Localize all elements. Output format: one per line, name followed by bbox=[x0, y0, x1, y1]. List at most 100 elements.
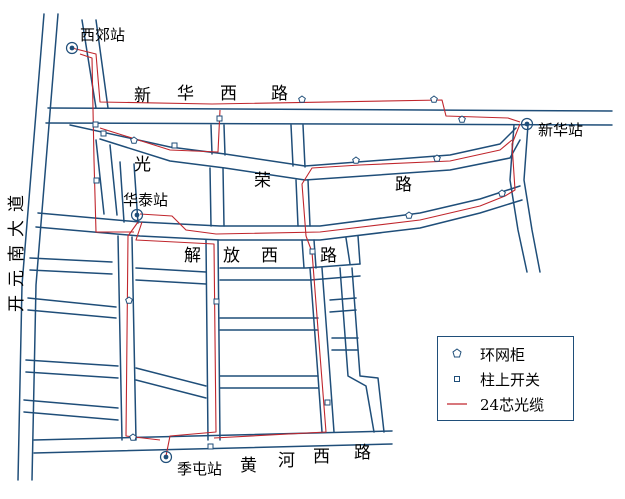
street-h7-b bbox=[219, 275, 361, 281]
street-v4c-b bbox=[222, 167, 225, 227]
road-char: 西 bbox=[313, 447, 330, 467]
road-label-huanghe-west: 黄 河 西 路 bbox=[240, 443, 371, 476]
cable-xijiao-to-xinhua bbox=[71, 47, 521, 123]
legend-label-pole-switch: 柱上开关 bbox=[480, 371, 541, 389]
pole-switches bbox=[92, 115, 331, 450]
street-h1-a bbox=[29, 257, 113, 263]
ring-main-units bbox=[125, 95, 506, 441]
street-v4-b bbox=[217, 239, 221, 441]
street-v1-b bbox=[95, 19, 109, 109]
street-v5c-b bbox=[307, 179, 311, 227]
pole-switch-marker bbox=[93, 177, 100, 184]
jiefang-west-road-edge-top bbox=[37, 185, 521, 227]
street-h6-a bbox=[135, 367, 207, 387]
street-v7c-b bbox=[351, 267, 385, 433]
pole-switch-marker bbox=[207, 443, 214, 450]
ring-cabinet-marker bbox=[430, 95, 438, 103]
street-h5-b bbox=[135, 279, 207, 285]
pole-switch-marker bbox=[213, 298, 220, 305]
substation-jitun[interactable] bbox=[159, 450, 173, 464]
road-label-jiefang-west: 解 放 西 路 bbox=[184, 246, 337, 266]
road-char: 路 bbox=[271, 84, 288, 104]
pentagon-icon bbox=[452, 348, 462, 358]
legend-row-pole-switch: 柱上开关 bbox=[438, 368, 573, 390]
street-h4-b bbox=[23, 411, 119, 421]
ring-cabinet-marker bbox=[458, 115, 466, 123]
ring-cabinet-marker bbox=[405, 211, 413, 219]
road-char: 黄 bbox=[240, 456, 257, 476]
legend-label-ring-cabinet: 环网柜 bbox=[480, 346, 526, 364]
road-char: 大 bbox=[7, 220, 27, 237]
road-char: 路 bbox=[320, 246, 337, 266]
substation-xinhua[interactable] bbox=[520, 117, 534, 131]
kaiyuan-road-edge-left bbox=[17, 13, 45, 481]
road-char: 西 bbox=[261, 246, 278, 266]
ring-cabinet-marker bbox=[130, 136, 138, 144]
street-v1-a bbox=[81, 19, 97, 109]
road-char: 南 bbox=[7, 245, 27, 262]
pole-switch-marker bbox=[92, 121, 99, 128]
cable-huatai-south bbox=[125, 221, 161, 441]
street-v2-a bbox=[95, 139, 105, 215]
street-h10-a bbox=[329, 297, 357, 301]
station-label-xinhua: 新华站 bbox=[538, 121, 583, 139]
street-v4-a bbox=[205, 239, 209, 441]
red-line-icon bbox=[447, 403, 467, 405]
cable-huatai-middle bbox=[135, 221, 217, 457]
ring-cabinet-marker bbox=[298, 95, 306, 103]
road-char: 华 bbox=[177, 84, 194, 104]
road-char: 路 bbox=[354, 443, 371, 463]
map-legend: 环网柜 柱上开关 24芯光缆 bbox=[437, 336, 574, 421]
substation-xijiao[interactable] bbox=[65, 41, 79, 55]
street-h6-b bbox=[135, 379, 207, 399]
street-v7-a bbox=[345, 237, 351, 265]
road-network bbox=[17, 13, 613, 481]
road-char: 新 bbox=[134, 86, 151, 106]
ring-cabinet-marker bbox=[129, 433, 137, 441]
road-char: 元 bbox=[7, 270, 27, 287]
road-char: 放 bbox=[223, 246, 240, 266]
pole-switch-marker bbox=[216, 115, 223, 122]
xinhua-west-road-edge-top bbox=[47, 107, 613, 112]
street-h4-a bbox=[23, 399, 119, 409]
cable-xijiao-loop bbox=[79, 53, 134, 233]
ring-cabinet-marker bbox=[433, 154, 441, 162]
road-char: 开 bbox=[7, 295, 27, 312]
street-v5-a bbox=[290, 124, 294, 167]
xinhua-west-road-edge-bottom bbox=[45, 122, 613, 126]
street-h3-b bbox=[25, 371, 119, 379]
road-label-xinhua-west: 新 华 西 路 bbox=[134, 84, 288, 106]
street-h1-b bbox=[29, 269, 113, 275]
cable-xinhua-east-loop bbox=[139, 123, 521, 235]
street-h2-a bbox=[27, 297, 117, 308]
pole-switch-marker bbox=[309, 248, 316, 255]
road-char: 河 bbox=[278, 451, 295, 471]
road-char: 解 bbox=[184, 246, 201, 266]
ring-cabinet-marker bbox=[352, 156, 360, 164]
jiefang-west-road-edge-bottom bbox=[35, 199, 523, 241]
street-h2-b bbox=[27, 309, 117, 319]
street-h5-a bbox=[135, 267, 207, 273]
legend-row-fiber-cable: 24芯光缆 bbox=[438, 393, 573, 415]
street-v3-a bbox=[117, 235, 123, 441]
street-v5-b bbox=[302, 124, 306, 168]
ring-cabinet-marker bbox=[125, 296, 133, 304]
road-char: 西 bbox=[220, 84, 237, 104]
station-label-xijiao: 西郊站 bbox=[80, 26, 125, 44]
substation-huatai[interactable] bbox=[130, 208, 144, 222]
pole-switch-marker bbox=[171, 142, 178, 149]
road-label-guangrong: 光 荣 路 bbox=[134, 155, 412, 195]
street-v4d-b bbox=[223, 124, 226, 156]
legend-row-ring-cabinet: 环网柜 bbox=[438, 343, 573, 365]
square-icon bbox=[454, 376, 460, 382]
street-v3-b bbox=[131, 236, 137, 441]
cable-guangrong-mid bbox=[301, 139, 513, 237]
street-v7c-a bbox=[339, 267, 375, 433]
street-v6-b bbox=[321, 267, 335, 433]
road-char: 道 bbox=[7, 195, 27, 212]
street-v3c-a bbox=[119, 161, 125, 223]
road-char: 荣 bbox=[254, 171, 271, 191]
street-v7-b bbox=[357, 235, 361, 265]
